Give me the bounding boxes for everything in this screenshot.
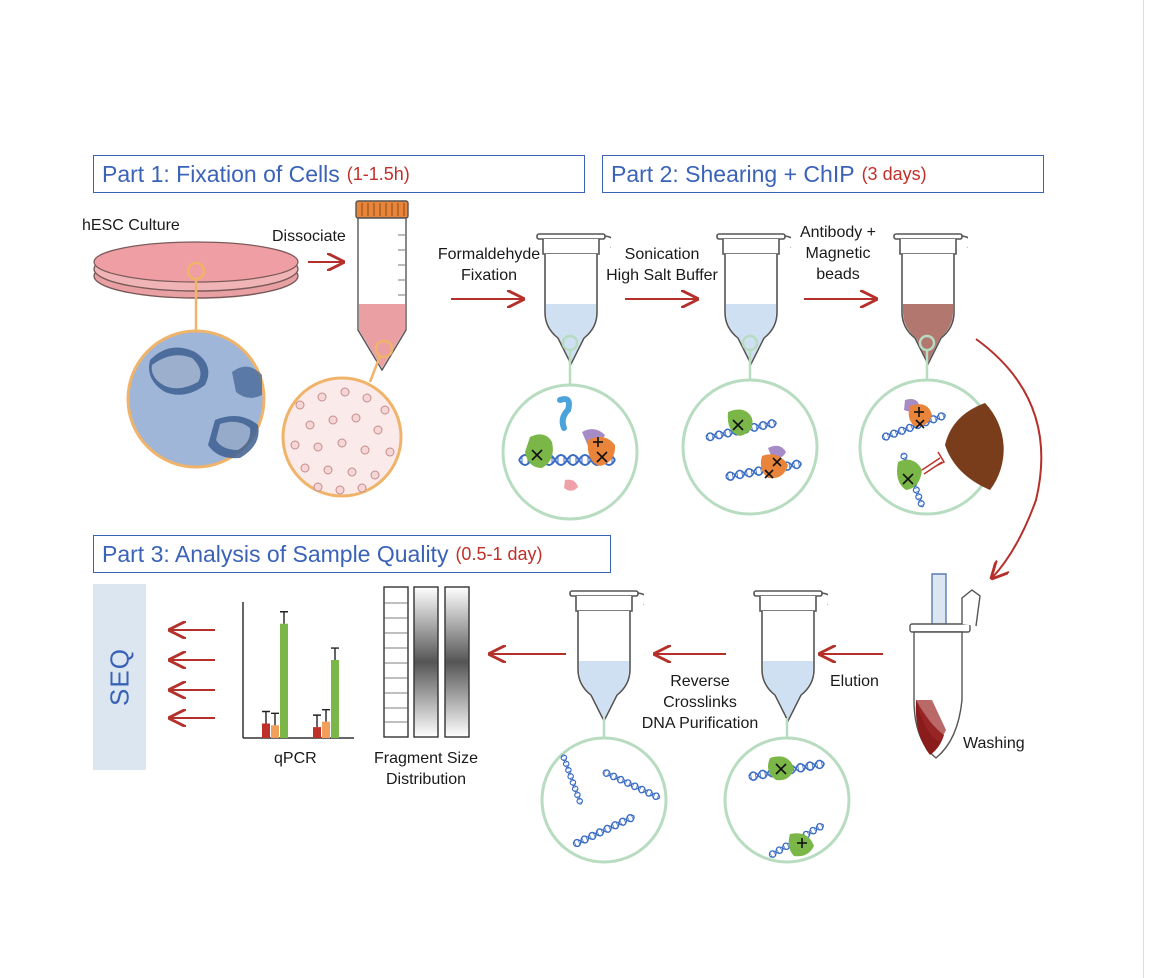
qpcr-error-bar-g1-s3 [280,611,288,624]
dna-fragments-circle [540,736,668,864]
washing-tube [909,573,981,759]
qpcr-error-bar-g2-s3 [331,647,339,661]
qpcr-chart [242,602,354,739]
seq-box: SEQ [93,584,146,770]
qpcr-bar-g2-s3 [331,660,339,738]
part1-header: Part 1: Fixation of Cells (1-1.5h) [93,155,585,193]
dissociated-cells [281,376,403,498]
qpcr-bar-g1-s2 [271,725,279,738]
label-dissociate: Dissociate [272,228,346,245]
qpcr-error-bar-g2-s1 [313,714,321,728]
eluted-chromatin-circle [723,736,851,864]
label-washing: Washing [963,735,1025,752]
label-fragment-size: Fragment Size Distribution [364,748,488,790]
label-fragment-line2: Distribution [385,771,467,788]
label-reverse-line2: Crosslinks [663,694,737,711]
bead-capture-circle [858,378,1004,516]
label-antibody-line1: Antibody + [799,224,877,241]
label-fixation: Formaldehyde Fixation [427,244,551,286]
qpcr-bar-g1-s1 [262,723,270,738]
label-reverse-crosslinks: Reverse Crosslinks DNA Purification [628,671,772,734]
qpcr-error-bar-g1-s1 [262,710,270,724]
part3-header: Part 3: Analysis of Sample Quality (0.5-… [93,535,611,573]
part3-title: Part 3: Analysis of Sample Quality [102,540,449,567]
chromatin-circle-2 [681,378,819,516]
conical-tube [355,200,409,383]
label-fragment-line1: Fragment Size [373,750,479,767]
label-sonication: Sonication High Salt Buffer [596,244,728,286]
label-sonication-line1: Sonication [624,246,700,263]
label-sonication-line2: High Salt Buffer [606,267,718,284]
label-qpcr: qPCR [274,750,317,767]
page-edge [1143,0,1144,978]
part2-time: (3 days) [861,163,927,184]
part1-title: Part 1: Fixation of Cells [102,160,340,187]
label-fixation-line1: Formaldehyde [437,246,541,263]
qpcr-error-bar-g2-s2 [322,708,330,722]
qpcr-bar-g1-s3 [280,623,288,738]
part1-time: (1-1.5h) [346,163,410,184]
qpcr-bar-g2-s2 [322,721,330,738]
label-antibody-line3: beads [816,266,860,283]
qpcr-bar-g2-s1 [313,727,321,738]
chromatin-circle-1 [501,383,639,521]
petri-dish [93,241,299,335]
label-fixation-line2: Fixation [460,267,518,284]
qpcr-error-bar-g1-s2 [271,712,279,726]
part2-header: Part 2: Shearing + ChIP (3 days) [602,155,1044,193]
fragment-size-gel [383,586,470,738]
label-antibody: Antibody + Magnetic beads [784,222,892,285]
part2-title: Part 2: Shearing + ChIP [611,160,855,187]
arrow-to-washing [975,338,1043,578]
label-elution: Elution [830,673,879,690]
label-reverse-line1: Reverse [670,673,730,690]
colony-micrograph [126,329,266,469]
part3-time: (0.5-1 day) [455,543,543,564]
label-antibody-line2: Magnetic [805,245,871,262]
label-hesc-culture: hESC Culture [82,217,180,234]
label-reverse-line3: DNA Purification [641,715,759,732]
